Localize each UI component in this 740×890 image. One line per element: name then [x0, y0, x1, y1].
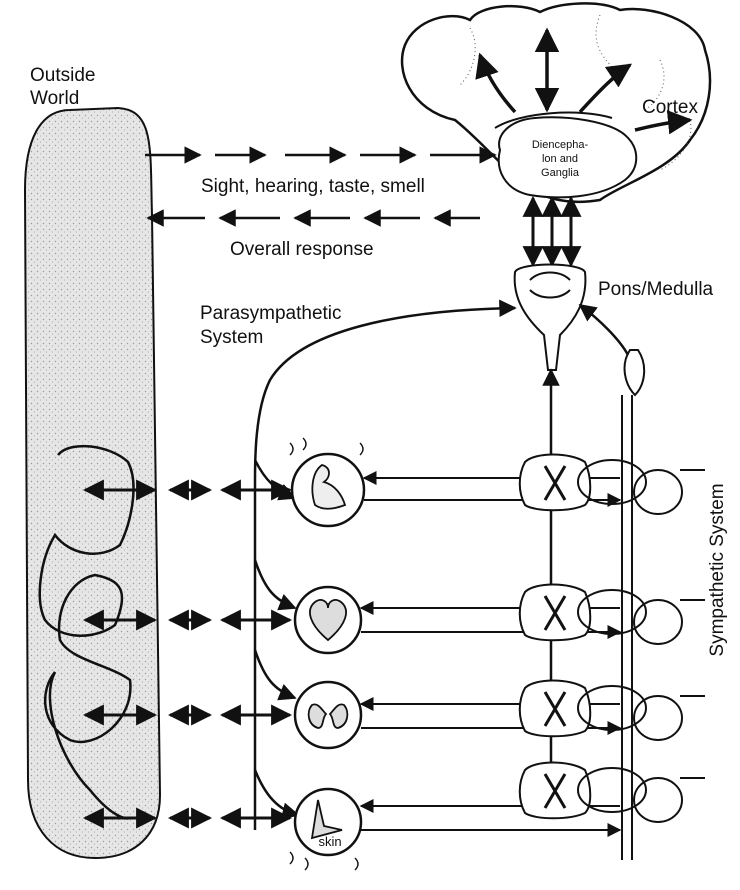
organ-row-4	[85, 763, 705, 871]
spinal-segment-4	[520, 763, 591, 819]
overall-response-label: Overall response	[230, 238, 374, 261]
pons-medulla-label: Pons/Medulla	[598, 278, 713, 301]
diencephalon-label-line3: Ganglia	[510, 166, 610, 180]
organ-row-2	[85, 585, 705, 654]
skin-label: skin	[315, 835, 345, 849]
senses-label: Sight, hearing, taste, smell	[201, 175, 425, 198]
sympathetic-ganglion-top	[580, 305, 644, 860]
organ-row-1	[85, 438, 705, 526]
parasympathetic-pathway	[255, 308, 515, 830]
organ-row-3	[85, 681, 705, 749]
outside-world-body	[25, 108, 160, 858]
outside-world-label-line2: World	[30, 87, 79, 110]
spinal-segment-1	[520, 455, 591, 511]
ganglion-loop-2	[578, 590, 705, 644]
sympathetic-system-label: Sympathetic System	[707, 483, 729, 656]
spinal-segment-2	[520, 585, 591, 641]
brainstem-arrows	[533, 198, 571, 265]
parasympathetic-label-line2: System	[200, 326, 263, 349]
cortex-label: Cortex	[642, 96, 698, 119]
pons-medulla	[515, 265, 586, 371]
ganglion-loop-1	[578, 460, 705, 514]
ganglion-loop-4	[578, 768, 705, 822]
diencephalon-label-line2: lon and	[510, 152, 610, 166]
diencephalon-label-line1: Diencepha-	[510, 138, 610, 152]
ganglion-loop-3	[578, 686, 705, 740]
parasympathetic-label-line1: Parasympathetic	[200, 302, 342, 325]
outside-world-label-line1: Outside	[30, 64, 95, 87]
spinal-segment-3	[520, 681, 591, 737]
